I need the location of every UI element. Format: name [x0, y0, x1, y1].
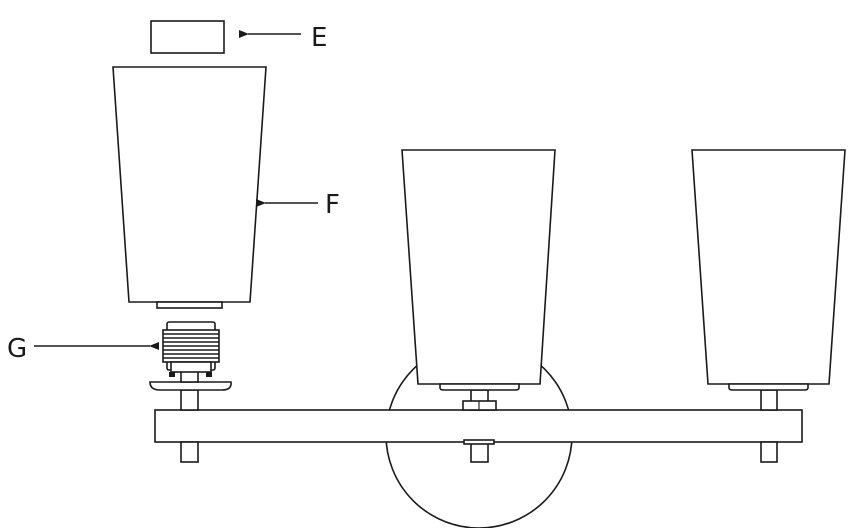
stud-right-bottom: [760, 441, 778, 463]
socket-threads: [163, 333, 219, 359]
center-shade-rim: [439, 383, 520, 391]
left-socket-cup: [149, 381, 232, 391]
stud-left-top: [180, 389, 199, 411]
socket-g: [162, 321, 220, 383]
shade-rim: [156, 301, 223, 309]
center-nut: [463, 439, 495, 445]
stud-center-bottom: [470, 441, 489, 463]
center-shade-body: [401, 149, 556, 385]
glass-shade-f: [112, 66, 267, 309]
right-shade-body: [691, 149, 846, 385]
stud-left-bottom: [180, 441, 199, 463]
center-shade: [401, 149, 556, 391]
socket-foot-left: [169, 372, 175, 377]
socket-base: [170, 361, 212, 373]
label-f: F: [325, 190, 340, 220]
right-shade: [691, 149, 846, 391]
label-e: E: [311, 23, 327, 53]
cap-e: [150, 20, 225, 54]
mounting-bar: [154, 409, 803, 443]
right-shade-rim: [728, 383, 809, 391]
label-g: G: [7, 334, 27, 364]
shade-body: [112, 66, 267, 303]
stud-right-top: [760, 389, 778, 411]
socket-foot-right: [206, 372, 212, 377]
